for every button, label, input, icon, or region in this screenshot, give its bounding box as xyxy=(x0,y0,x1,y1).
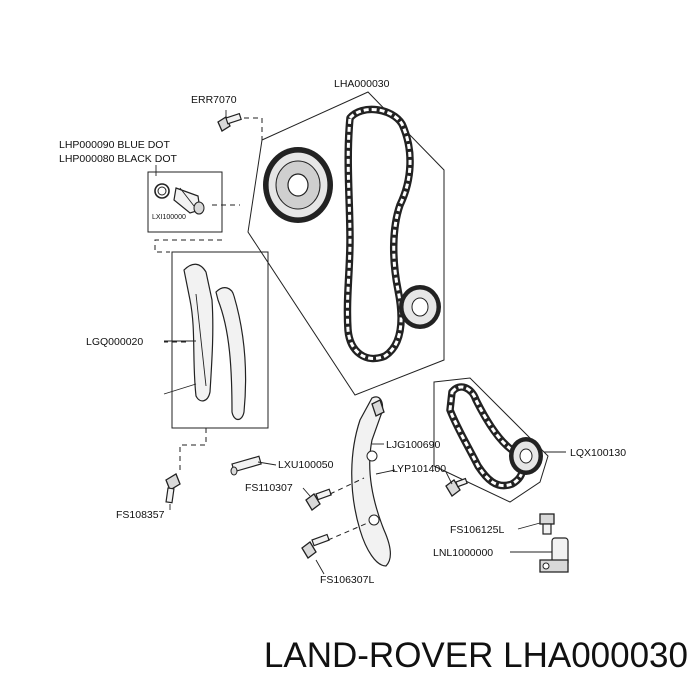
label-lqx100130: LQX100130 xyxy=(570,447,626,459)
tensioner-box xyxy=(147,171,223,233)
guides-box xyxy=(171,251,269,429)
label-lnl1000000: LNL1000000 xyxy=(433,547,493,559)
label-lhp000080: LHP000080 BLACK DOT xyxy=(59,153,177,165)
fs106307l-bolt xyxy=(301,533,330,559)
secondary-assembly-frame xyxy=(433,377,549,503)
part-number-caption: LAND-ROVER LHA000030 xyxy=(263,636,688,675)
label-err7070: ERR7070 xyxy=(191,94,237,106)
secondary-chain xyxy=(446,383,527,490)
main-assembly-frame xyxy=(247,91,445,396)
chain-guides xyxy=(183,263,247,421)
label-fs108357: FS108357 xyxy=(116,509,165,521)
tensioner-parts xyxy=(154,183,205,215)
label-lxi100000: LXI100000 xyxy=(152,214,186,221)
label-lha000030: LHA000030 xyxy=(334,78,390,90)
crankshaft-sprocket xyxy=(399,285,441,329)
label-fs110307: FS110307 xyxy=(245,482,293,494)
label-fs106307l: FS106307L xyxy=(320,574,374,586)
main-timing-chain xyxy=(343,105,414,363)
label-lhp000090: LHP000090 BLUE DOT xyxy=(59,139,170,151)
fs108357-bolt xyxy=(165,473,181,504)
label-lxu100050: LXU100050 xyxy=(278,459,334,471)
label-lyp101400: LYP101400 xyxy=(392,463,446,475)
fs106125l-bolt xyxy=(539,513,555,535)
lnl1000000-tensioner xyxy=(539,537,569,573)
fs110307-bolt xyxy=(305,488,332,511)
err7070-bolt xyxy=(217,112,242,132)
camshaft-sprocket xyxy=(263,147,333,223)
ljg100690-guide xyxy=(351,396,391,567)
lyp101400-bolt xyxy=(445,477,468,497)
lxu100050-pin xyxy=(230,455,262,476)
label-lgq000020: LGQ000020 xyxy=(86,336,143,348)
secondary-sprocket xyxy=(509,437,543,475)
label-fs106125l: FS106125L xyxy=(450,524,504,536)
label-ljg100690: LJG100690 xyxy=(386,439,440,451)
